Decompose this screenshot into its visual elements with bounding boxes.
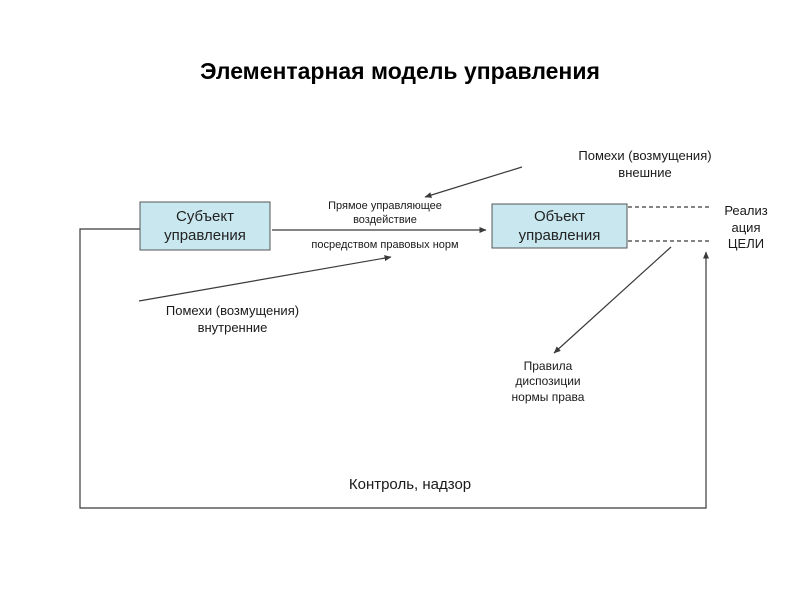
internal-disturbance-label: Помехи (возмущения) внутренние	[140, 303, 325, 336]
internal-disturbance-arrow	[138, 255, 392, 302]
rules-line-3: нормы права	[511, 389, 585, 404]
goal-realization-line-2: ация	[731, 219, 761, 235]
object-box-label: Объект управления	[492, 207, 627, 245]
external-disturbance-arrow	[424, 166, 523, 198]
goal-realization-line-1: Реализ	[724, 203, 768, 218]
slide-title: Элементарная модель управления	[200, 58, 600, 84]
object-box-line-2: управления	[518, 227, 601, 244]
subject-box-line-1: Субъект	[176, 208, 234, 225]
internal-disturbance-line-1: Помехи (возмущения)	[165, 303, 300, 318]
direct-action-line-2: воздействие	[353, 214, 417, 227]
goal-realization-label: Реализ ация ЦЕЛИ	[712, 203, 780, 253]
object-box-rect	[491, 203, 628, 249]
internal-disturbance-line-2: внутренние	[197, 319, 268, 335]
rules-line-1: Правила	[523, 359, 573, 373]
direct-action-line-1: Прямое управляющее	[328, 200, 442, 212]
goal-realization-line-3: ЦЕЛИ	[727, 236, 765, 252]
rules-label: Правила диспозиции нормы права	[493, 359, 603, 405]
control-feedback-loop-line	[79, 228, 709, 509]
rules-arrow	[553, 246, 672, 354]
direct-action-label: Прямое управляющее воздействие	[300, 199, 470, 227]
external-disturbance-label: Помехи (возмущения) внешние	[555, 148, 735, 181]
rules-line-2: диспозиции	[515, 374, 581, 389]
subject-box-rect	[139, 201, 271, 251]
external-disturbance-line-1: Помехи (возмущения)	[578, 148, 712, 163]
external-disturbance-line-2: внешние	[618, 164, 672, 180]
subject-box-label: Субъект управления	[140, 207, 270, 245]
subject-box-line-2: управления	[164, 227, 246, 244]
legal-norms-label: посредством правовых норм	[311, 239, 459, 251]
control-label: Контроль, надзор	[348, 476, 472, 493]
object-box-line-1: Объект	[533, 208, 586, 225]
